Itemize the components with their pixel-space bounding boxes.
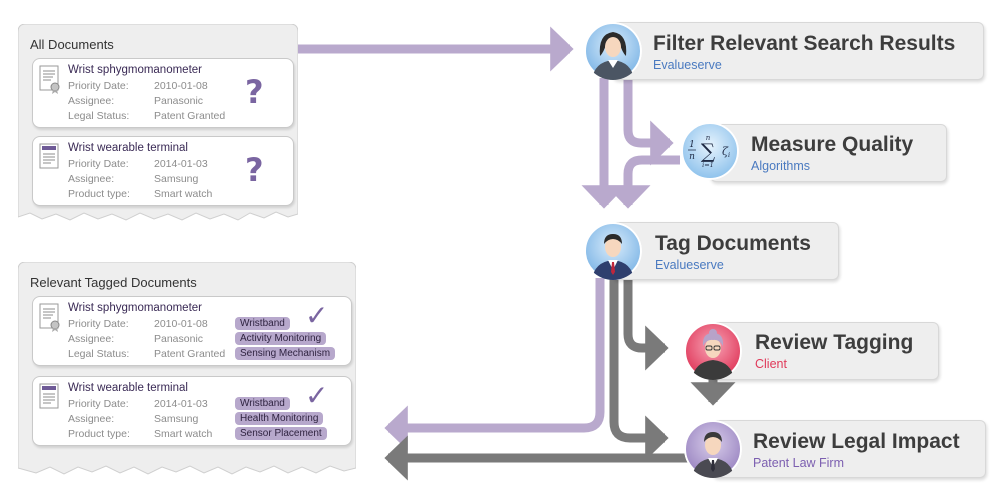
- formula-avatar-icon: 1 n n ∑ i=1 ζ i: [681, 122, 739, 180]
- document-card[interactable]: Wrist wearable terminal Priority Date: 2…: [32, 376, 352, 446]
- legal-status-label: Legal Status:: [68, 110, 130, 122]
- step-review-legal-box[interactable]: Review Legal Impact Patent Law Firm: [712, 420, 986, 478]
- step-review-tagging-box[interactable]: Review Tagging Client: [712, 322, 939, 380]
- legal-status-label: Legal Status:: [68, 348, 130, 360]
- step-review-legal-subtitle: Patent Law Firm: [753, 456, 845, 470]
- step-quality-subtitle: Algorithms: [751, 159, 811, 173]
- formula-term: ζ: [722, 145, 729, 158]
- legal-status-value: Patent Granted: [154, 348, 226, 360]
- product-document-icon: [39, 383, 59, 409]
- step-quality-box[interactable]: Measure Quality Algorithms: [710, 124, 947, 182]
- priority-date-value: 2014-01-03: [154, 398, 208, 410]
- arrow-filter-to-quality: [623, 78, 674, 166]
- legal-status-value: Patent Granted: [154, 110, 226, 122]
- step-filter-subtitle: Evalueserve: [653, 58, 722, 72]
- document-title: Wrist sphygmomanometer: [68, 302, 202, 314]
- all-documents-title: All Documents: [30, 37, 114, 52]
- arrow-quality-to-tag: [605, 155, 680, 209]
- assignee-label: Assignee:: [68, 333, 115, 345]
- document-title: Wrist wearable terminal: [68, 142, 188, 154]
- assignee-label: Assignee:: [68, 413, 115, 425]
- product-type-label: Product type:: [68, 428, 130, 440]
- assignee-label: Assignee:: [68, 95, 115, 107]
- step-tag-subtitle: Evalueserve: [655, 258, 724, 272]
- arrow-tag-to-review-legal: [609, 278, 669, 461]
- relevant-documents-title: Relevant Tagged Documents: [30, 275, 197, 290]
- assignee-label: Assignee:: [68, 173, 115, 185]
- step-review-tagging-subtitle: Client: [755, 357, 787, 371]
- woman-client-avatar-icon: [684, 322, 742, 380]
- certificate-document-icon: [39, 65, 60, 94]
- formula-denominator: n: [689, 152, 695, 162]
- priority-date-value: 2014-01-03: [154, 158, 208, 170]
- priority-date-value: 2010-01-08: [154, 318, 208, 330]
- arrow-tag-to-relevant-docs: [384, 278, 605, 451]
- document-title: Wrist wearable terminal: [68, 382, 188, 394]
- product-document-icon: [39, 143, 59, 169]
- tag-badge: Sensor Placement: [235, 427, 327, 440]
- document-card[interactable]: Wrist sphygmomanometer Priority Date: 20…: [32, 296, 352, 366]
- document-title: Wrist sphygmomanometer: [68, 64, 202, 76]
- all-documents-panel: All Documents Wrist sphygmomanometer Pri…: [18, 24, 298, 236]
- step-review-legal-title: Review Legal Impact: [753, 430, 960, 453]
- product-type-value: Smart watch: [154, 188, 213, 200]
- step-tag-box[interactable]: Tag Documents Evalueserve: [612, 222, 839, 280]
- assignee-value: Panasonic: [154, 95, 204, 107]
- priority-date-label: Priority Date:: [68, 158, 129, 170]
- step-tag-title: Tag Documents: [655, 232, 811, 255]
- arrow-tag-to-review-tagging: [623, 278, 669, 371]
- step-filter-title: Filter Relevant Search Results: [653, 32, 956, 55]
- checkmark-icon: ✓: [305, 299, 329, 332]
- assignee-value: Samsung: [154, 413, 199, 425]
- certificate-document-icon: [39, 303, 60, 332]
- priority-date-label: Priority Date:: [68, 80, 129, 92]
- formula-subscript: i: [728, 151, 730, 159]
- assignee-value: Samsung: [154, 173, 199, 185]
- priority-date-label: Priority Date:: [68, 318, 129, 330]
- document-card[interactable]: Wrist sphygmomanometer Priority Date: 20…: [32, 58, 294, 128]
- tag-badge: Activity Monitoring: [235, 332, 327, 345]
- priority-date-value: 2010-01-08: [154, 80, 208, 92]
- formula-upper-limit: n: [706, 134, 711, 142]
- document-card[interactable]: Wrist wearable terminal Priority Date: 2…: [32, 136, 294, 206]
- woman-analyst-avatar-icon: [584, 22, 642, 80]
- step-quality-title: Measure Quality: [751, 133, 914, 156]
- assignee-value: Panasonic: [154, 333, 204, 345]
- product-type-value: Smart watch: [154, 428, 213, 440]
- checkmark-icon: ✓: [305, 379, 329, 412]
- product-type-label: Product type:: [68, 188, 130, 200]
- formula-numerator: 1: [689, 140, 695, 150]
- tag-badge: Health Monitoring: [235, 412, 324, 425]
- tag-badge: Sensing Mechanism: [235, 347, 336, 360]
- question-mark-icon: ?: [245, 73, 264, 111]
- man-analyst-avatar-icon: [584, 222, 642, 280]
- tag-badge: Wristband: [235, 317, 290, 330]
- lawyer-avatar-icon: [684, 420, 742, 478]
- sigma-icon: ∑: [701, 139, 716, 163]
- question-mark-icon: ?: [245, 151, 264, 189]
- step-filter-box[interactable]: Filter Relevant Search Results Evalueser…: [612, 22, 984, 80]
- tag-badge: Wristband: [235, 397, 290, 410]
- step-review-tagging-title: Review Tagging: [755, 331, 914, 354]
- priority-date-label: Priority Date:: [68, 398, 129, 410]
- formula-lower-limit: i=1: [702, 161, 714, 169]
- relevant-documents-panel: Relevant Tagged Documents Wrist sphygmom…: [18, 262, 356, 490]
